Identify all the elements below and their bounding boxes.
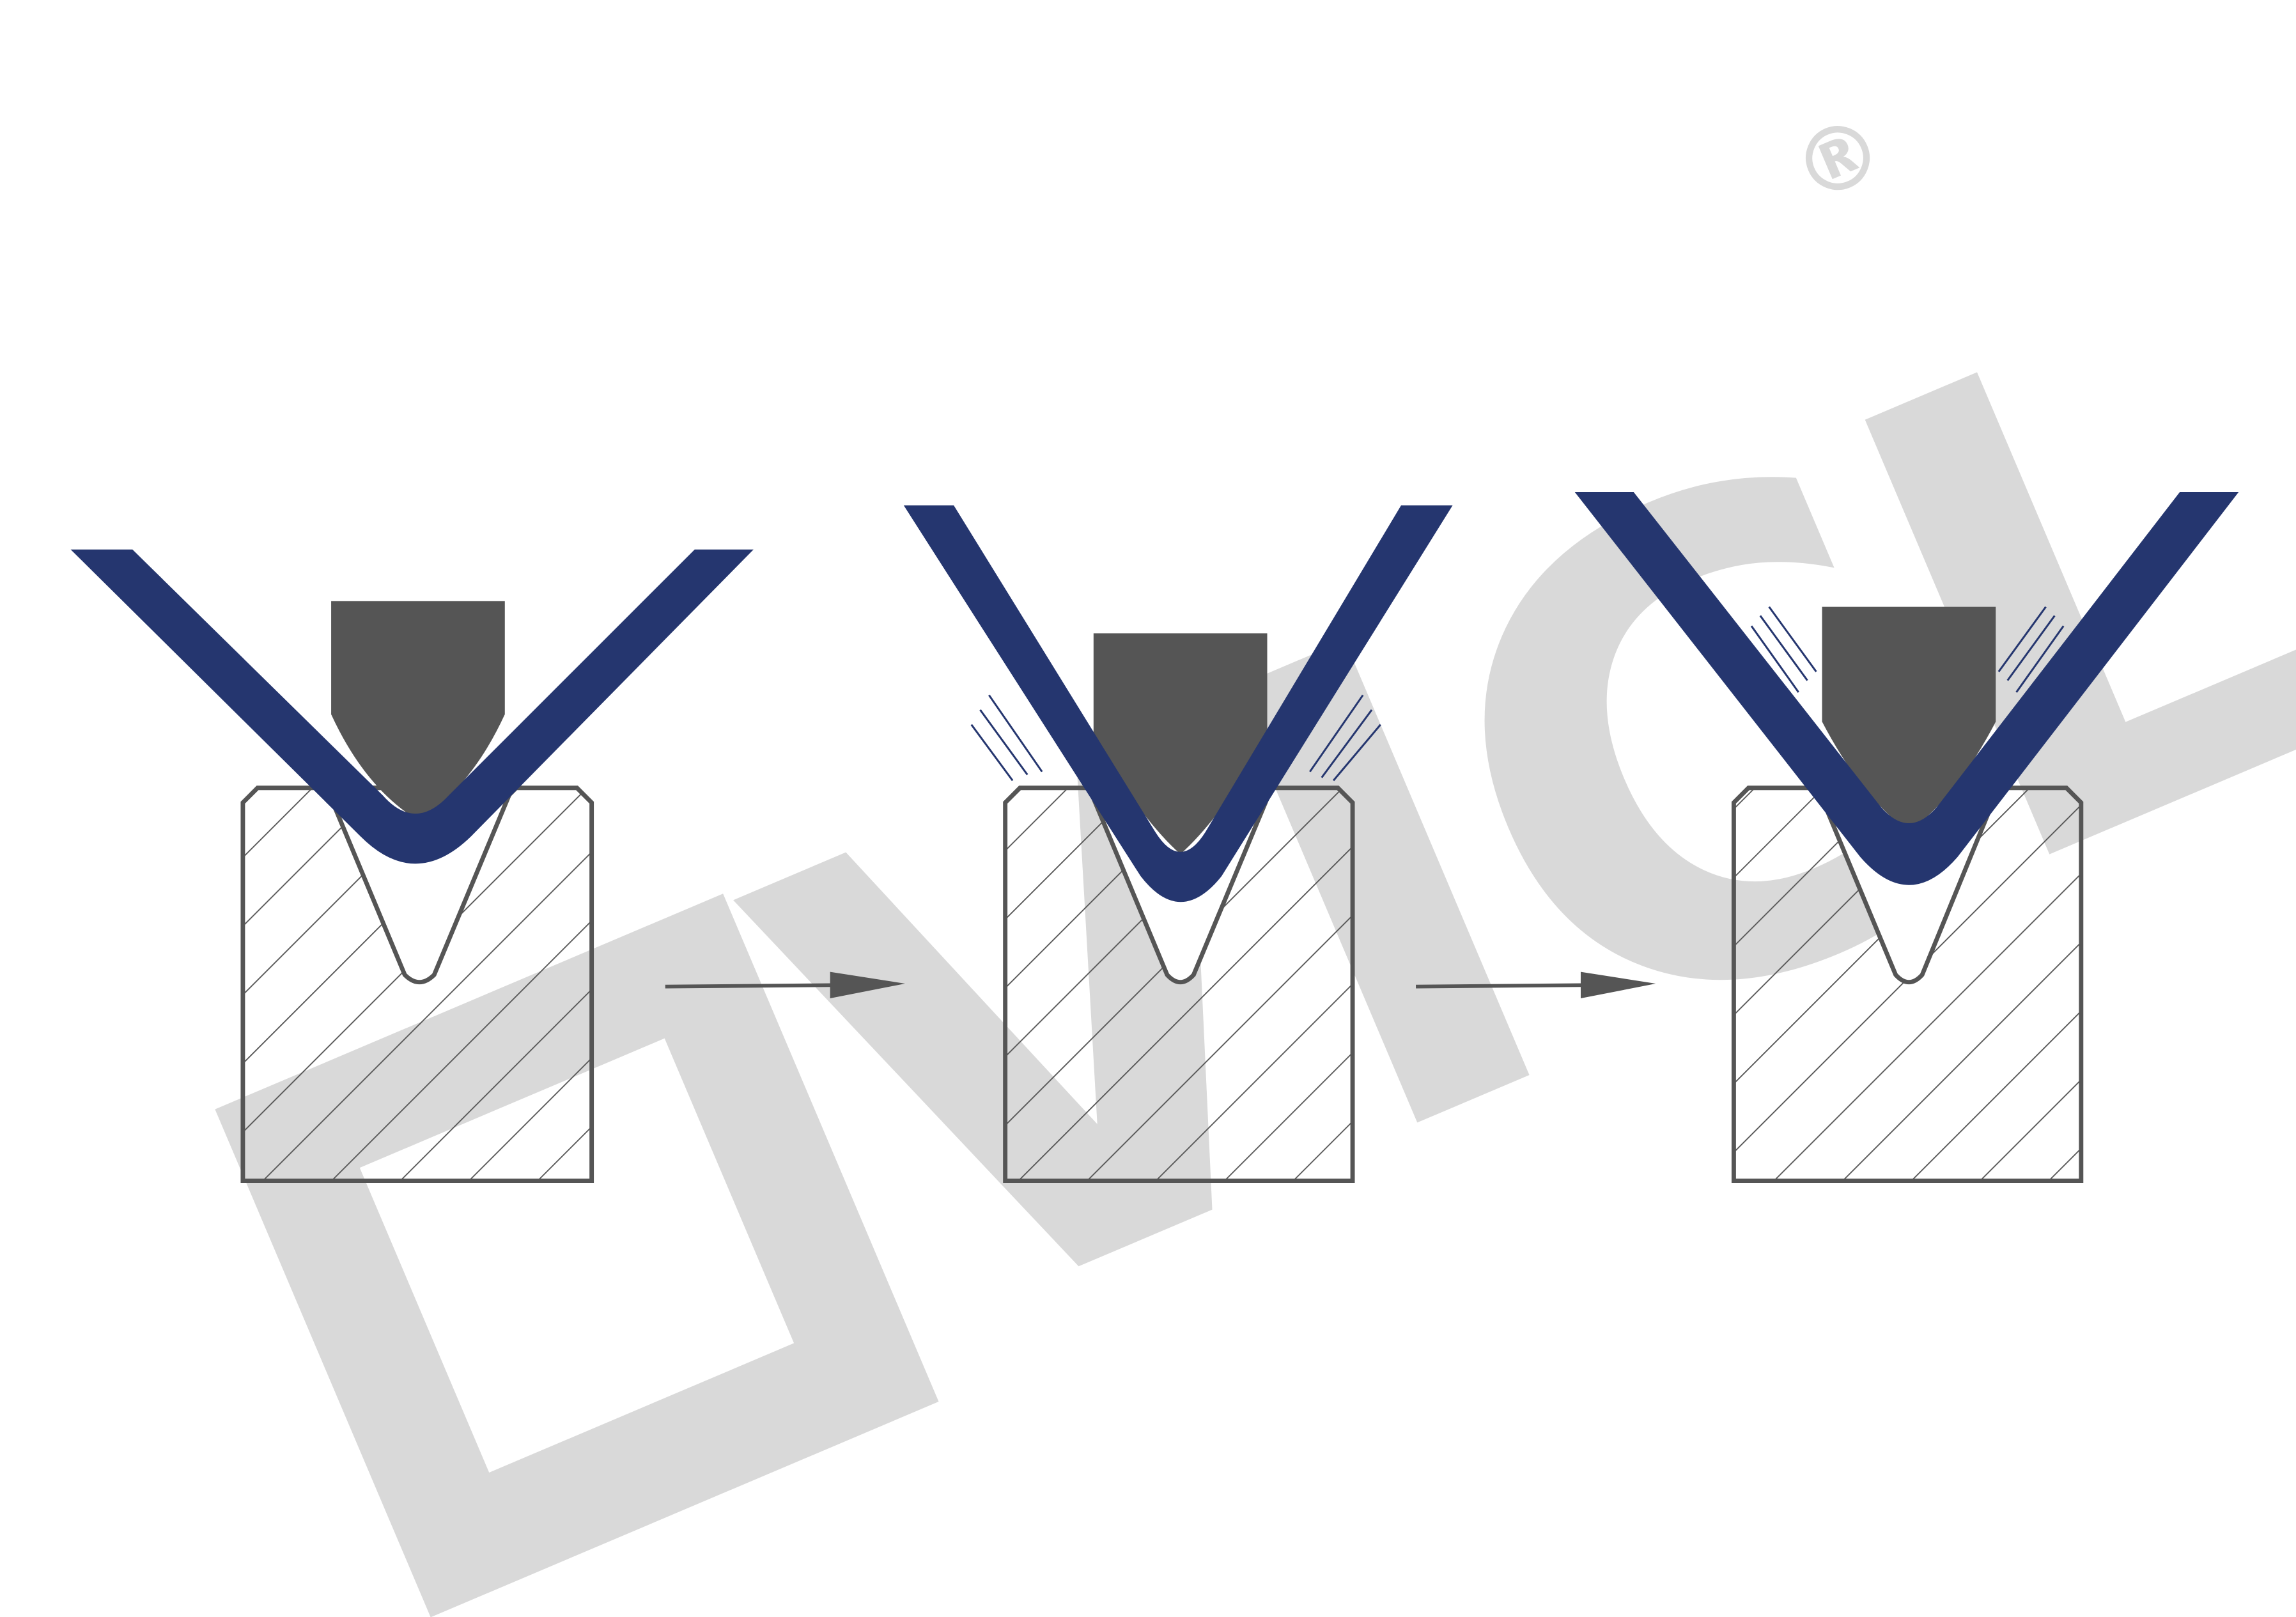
watermark-text: VICLA <box>680 0 2296 1476</box>
arrow-right-icon <box>665 971 906 999</box>
sheet-metal <box>903 505 1453 902</box>
arrow-right-icon <box>1416 971 1656 999</box>
punch <box>331 601 505 821</box>
springback-lines-right <box>1997 606 2065 693</box>
stage-3-final-angle <box>1574 491 2239 1184</box>
punch <box>1822 607 1996 832</box>
die-block <box>1731 785 2084 1184</box>
die-block <box>240 785 594 1184</box>
springback-lines-left <box>970 694 1043 782</box>
springback-lines-left <box>1750 606 1817 693</box>
die-block <box>1003 785 1355 1184</box>
registered-mark: ® <box>1778 95 1899 224</box>
springback-lines-right <box>1309 694 1381 782</box>
stage-2-overbend-springback <box>903 505 1453 1184</box>
sheet-metal <box>1574 491 2239 885</box>
sheet-metal <box>70 549 754 864</box>
punch <box>1093 633 1268 855</box>
stage-1-initial-bend <box>70 549 754 1184</box>
